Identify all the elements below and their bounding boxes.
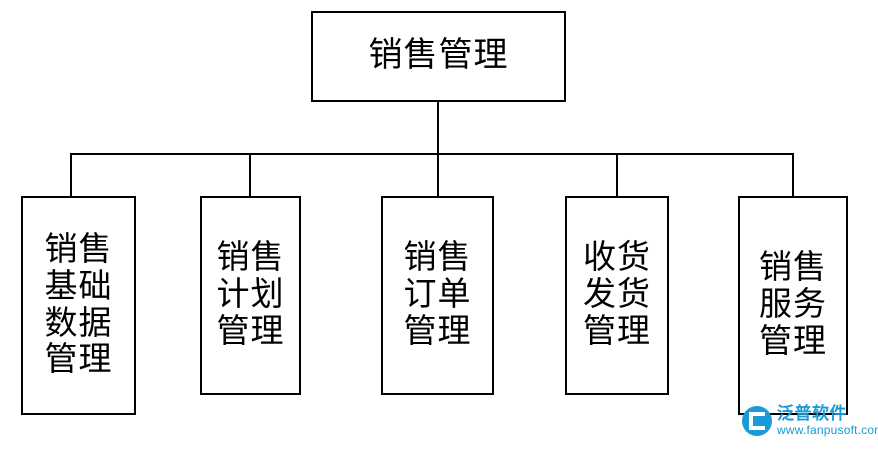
node-label-5: 销售 服务 管理 [759,250,827,360]
node-receiving-shipping-management: 收货 发货 管理 [565,196,669,395]
node-sales-order-management: 销售 订单 管理 [381,196,494,395]
watermark-logo-icon [742,406,772,436]
node-label-2: 销售 计划 管理 [216,240,285,350]
node-label-3: 销售 订单 管理 [403,240,472,350]
connector-drop-5 [792,153,794,196]
connector-horizontal-bus [70,153,793,155]
node-root-label: 销售管理 [368,37,509,75]
watermark-title: 泛普软件 [777,404,847,424]
node-sales-plan-management: 销售 计划 管理 [200,196,301,395]
watermark-url: www.fanpusoft.com [777,422,878,437]
node-label-1: 销售 基础 数据 管理 [44,231,113,379]
connector-drop-1 [70,153,72,196]
node-sales-service-management: 销售 服务 管理 [738,196,848,415]
node-label-4: 收货 发货 管理 [583,240,651,350]
watermark: 泛普软件 www.fanpusoft.com [742,398,878,444]
connector-drop-4 [616,153,618,196]
node-root-sales-management: 销售管理 [311,11,566,102]
connector-drop-3 [437,153,439,196]
connector-drop-2 [249,153,251,196]
connector-root-stem [437,102,439,154]
node-sales-basic-data-management: 销售 基础 数据 管理 [21,196,136,415]
watermark-text: 泛普软件 www.fanpusoft.com [777,404,878,437]
